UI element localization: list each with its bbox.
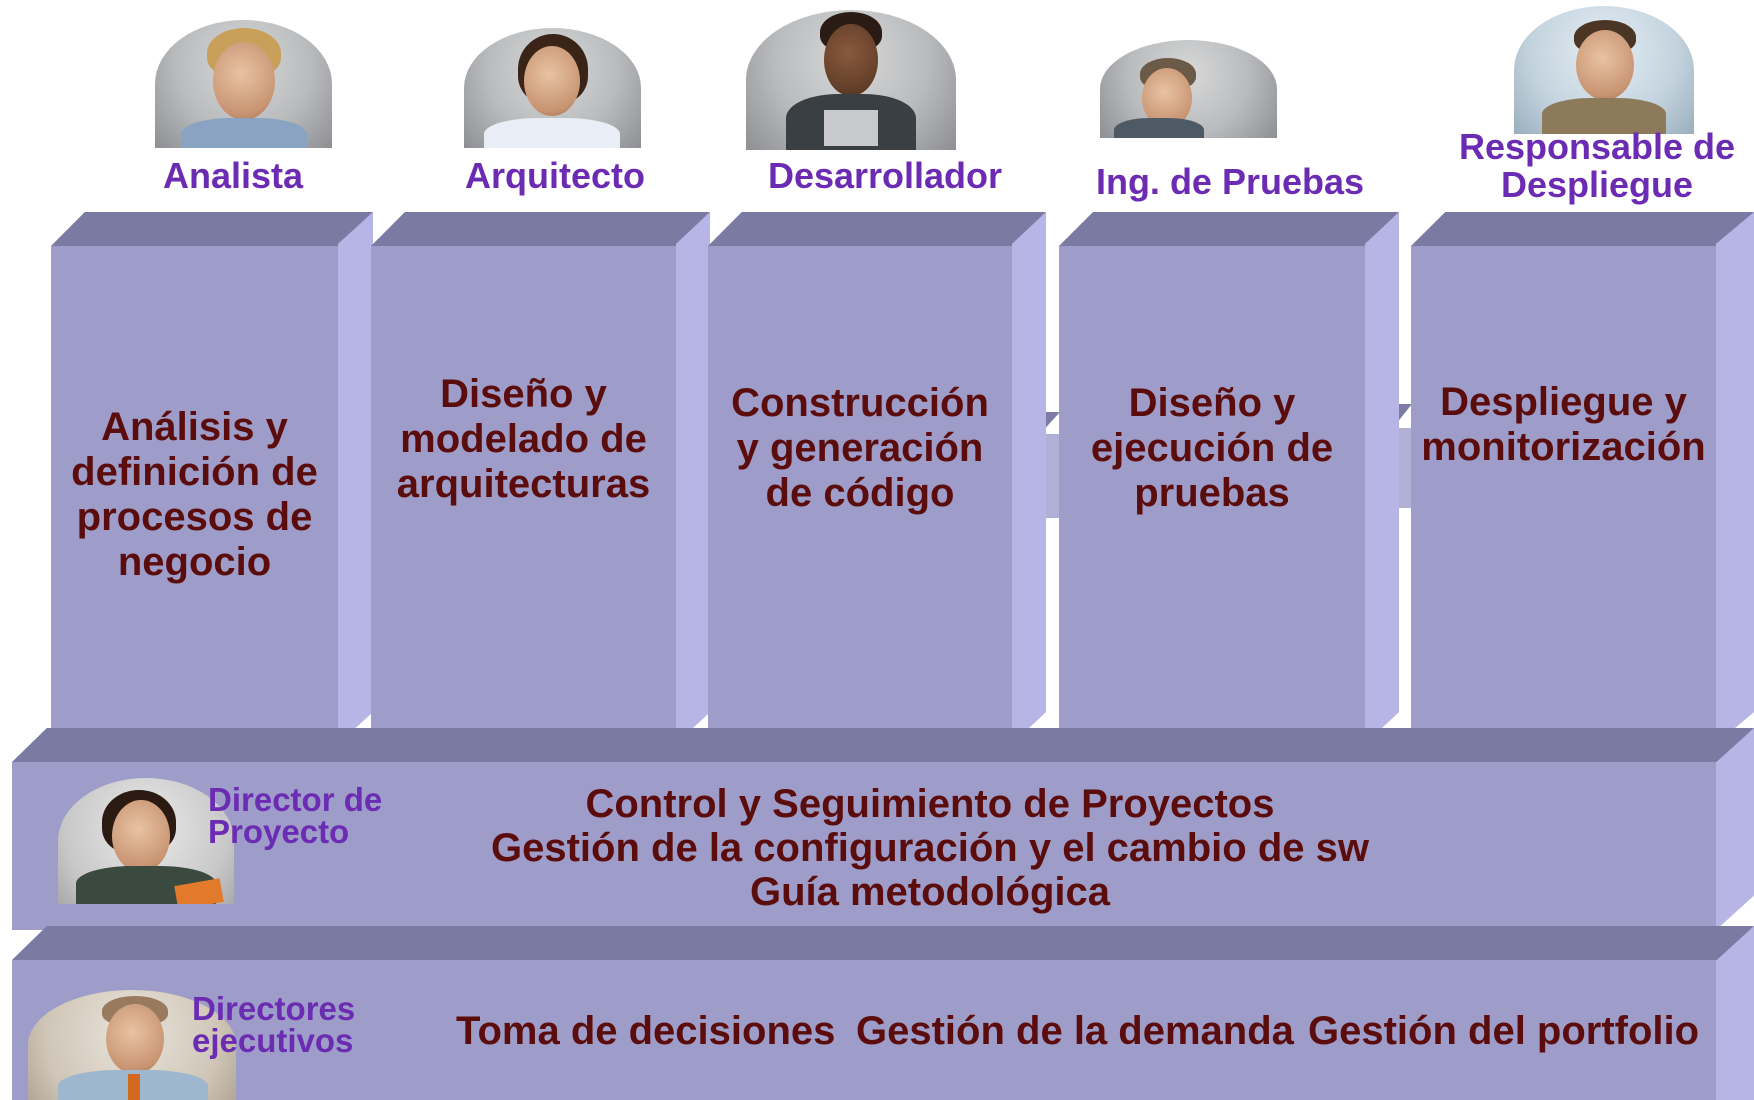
executive-band — [12, 960, 1716, 1100]
project-band-line-3: Guía metodológica — [749, 870, 1111, 914]
pillar-2-top — [371, 212, 710, 246]
tester-avatar — [1100, 40, 1277, 138]
role-label-developer: Desarrollador — [767, 155, 1003, 196]
role-label-tester: Ing. de Pruebas — [1095, 161, 1365, 202]
executive-item-decisions: Toma de decisiones — [456, 1009, 836, 1053]
role-label-analyst: Analista — [162, 155, 304, 196]
pillar-1-top — [51, 212, 373, 246]
project-director-avatar — [58, 778, 234, 904]
pillar-3-top — [708, 212, 1046, 246]
pillar-4-side — [1365, 212, 1399, 744]
executive-band-top — [12, 926, 1754, 960]
executive-item-portfolio: Gestión del portfolio — [1308, 1009, 1700, 1053]
project-band — [12, 762, 1716, 930]
pillar-5-side — [1716, 212, 1754, 744]
project-director-label: Director de Proyecto — [208, 781, 383, 850]
pillar-4-testing: Diseño y ejecución de pruebas — [1059, 246, 1365, 744]
project-band-line-1: Control y Seguimiento de Proyectos — [585, 782, 1275, 826]
pillar-4-top — [1059, 212, 1399, 246]
executive-band-side — [1716, 926, 1754, 1100]
developer-avatar — [746, 10, 956, 150]
architect-avatar — [464, 28, 641, 148]
project-band-top — [12, 728, 1754, 762]
pillar-1-analysis: Análisis y definición de procesos de neg… — [51, 246, 338, 744]
executive-item-demand: Gestión de la demanda — [856, 1009, 1294, 1053]
pillar-3-construction: Construcción y generación de código — [708, 246, 1012, 744]
analyst-avatar — [155, 20, 332, 148]
role-label-architect: Arquitecto — [465, 155, 645, 196]
pillar-3-side — [1012, 212, 1046, 744]
executive-avatar — [28, 990, 236, 1100]
pillar-2-text: Diseño y modelado de arquitecturas — [396, 371, 651, 506]
pillar-1-side — [338, 212, 373, 744]
pillar-4-text: Diseño y ejecución de pruebas — [1090, 380, 1334, 515]
pillar-5-top — [1411, 212, 1754, 246]
pillar-2-architecture: Diseño y modelado de arquitecturas — [371, 246, 676, 744]
pillar-5-text: Despliegue y monitorización — [1421, 380, 1706, 469]
executive-label: Directores ejecutivos — [192, 990, 356, 1059]
deployment-avatar — [1514, 6, 1694, 134]
pillar-1-text: Análisis y definición de procesos de neg… — [71, 405, 318, 584]
project-band-line-2: Gestión de la configuración y el cambio … — [491, 826, 1369, 870]
project-band-side — [1716, 728, 1754, 930]
pillar-2-side — [676, 212, 710, 744]
pillar-3-text: Construcción y generación de código — [731, 380, 989, 515]
role-label-deployment: Responsable de Despliegue — [1458, 126, 1736, 205]
pillar-5-deployment: Despliegue y monitorización — [1411, 246, 1716, 744]
